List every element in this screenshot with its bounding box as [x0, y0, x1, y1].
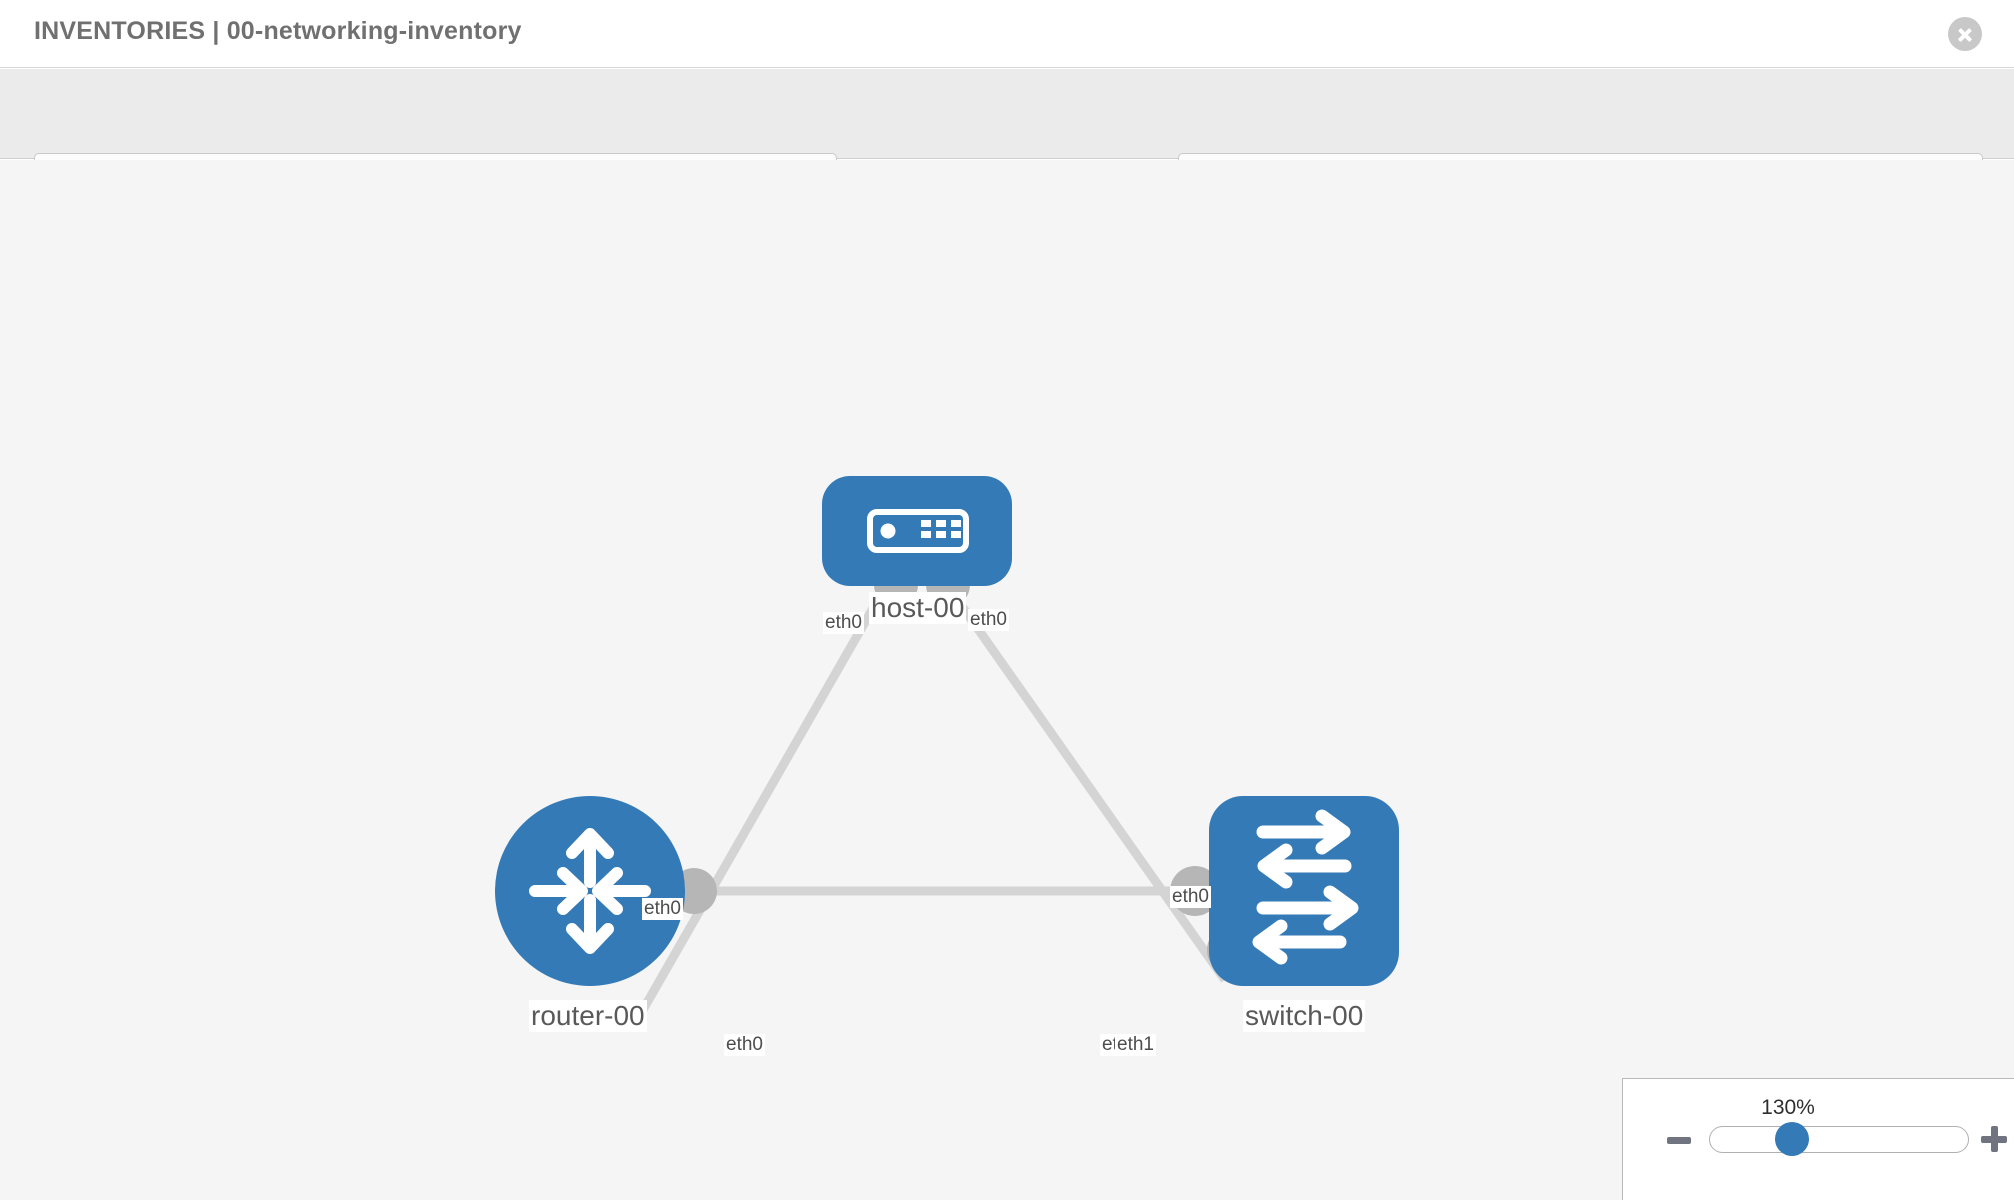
topology-canvas[interactable]: eth0 eth0 eth0 eth0 eth0 eth eth1 host-0…: [0, 160, 2014, 1200]
server-icon: [867, 509, 969, 553]
zoom-out-button[interactable]: [1667, 1137, 1691, 1144]
page-header: INVENTORIES | 00-networking-inventory: [0, 0, 2014, 68]
router-arrows-icon: [529, 828, 651, 954]
edge-host-switch[interactable]: [936, 572, 1229, 983]
edge-label-router-eth0-uplink: eth0: [642, 898, 683, 920]
edge-label-switch-eth0-uplink: eth0: [1170, 886, 1211, 908]
zoom-in-button[interactable]: [1981, 1126, 2007, 1152]
edge-label-router-eth0: eth0: [724, 1034, 765, 1056]
page-title: INVENTORIES | 00-networking-inventory: [34, 17, 522, 45]
port-connectors: [671, 563, 1257, 975]
edge-label-switch-eth1: eth1: [1115, 1034, 1156, 1056]
node-label-switch-00: switch-00: [1243, 1000, 1366, 1033]
node-label-router-00: router-00: [529, 1000, 647, 1033]
node-router-00[interactable]: [495, 796, 685, 986]
switch-arrows-icon: [1252, 809, 1359, 965]
zoom-slider-track[interactable]: [1709, 1126, 1969, 1153]
zoom-slider-thumb[interactable]: [1775, 1122, 1809, 1156]
toolbar: ACTIONS SEARCH: [0, 69, 2014, 206]
node-switch-00[interactable]: [1209, 796, 1399, 986]
node-host-00[interactable]: [822, 476, 1012, 586]
edge-host-router[interactable]: [636, 572, 896, 1018]
zoom-control-panel: 130%: [1622, 1078, 2014, 1200]
edge-label-host-eth0-left: eth0: [823, 612, 864, 634]
close-icon[interactable]: [1948, 17, 1982, 51]
zoom-level-value: 130%: [1761, 1096, 1815, 1119]
edge-label-host-eth0-right: eth0: [968, 609, 1009, 631]
node-label-host-00: host-00: [869, 592, 967, 625]
topology-graph: [495, 476, 1399, 1018]
